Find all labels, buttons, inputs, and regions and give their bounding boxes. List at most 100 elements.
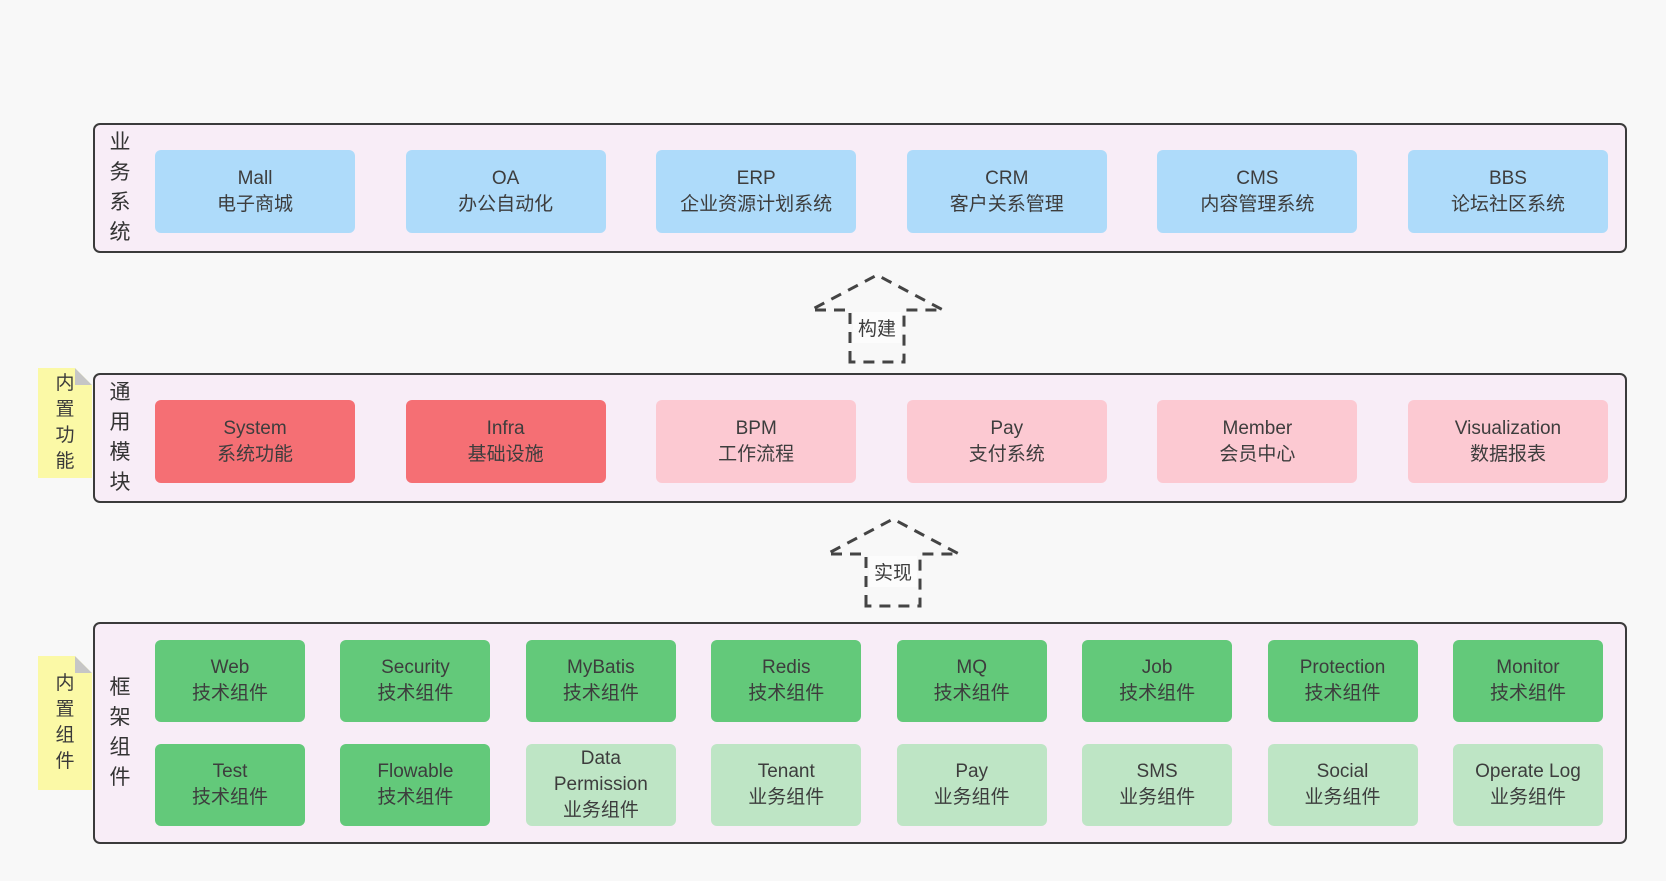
box-security: Security 技术组件 [340,640,491,722]
box-title: Monitor [1496,657,1560,678]
box-title: Tenant [757,761,815,782]
business-systems-row: Mall 电子商城 OA 办公自动化 ERP 企业资源计划系统 CRM 客户关系… [155,150,1608,233]
box-subtitle: 技术组件 [191,787,268,808]
box-title: Redis [761,657,811,678]
box-subtitle: 办公自动化 [458,193,554,215]
box-cms: CMS 内容管理系统 [1157,150,1358,233]
box-subtitle: 客户关系管理 [949,193,1064,215]
box-title: Protection [1299,657,1386,678]
band-common-modules: 通用模块 System 系统功能 Infra 基础设施 BPM 工作流程 Pay… [93,373,1627,503]
box-visualization: Visualization 数据报表 [1407,400,1608,483]
box-mq: MQ 技术组件 [896,640,1047,722]
box-title: Security [381,657,450,678]
band-label-framework-components: 框架组件 [109,676,131,789]
band-business-systems: 业务系统 Mall 电子商城 OA 办公自动化 ERP 企业资源计划系统 CRM… [93,123,1627,253]
sticky-note-built-in-functions: 内置功能 [38,368,92,478]
box-title: Infra [486,417,525,439]
box-mall: Mall 电子商城 [155,150,355,233]
sticky-note-label: 内置功能 [55,373,75,472]
box-subtitle: 技术组件 [562,683,639,704]
box-title: Operate Log [1475,761,1581,782]
box-subtitle: 内容管理系统 [1200,193,1315,215]
box-flowable: Flowable 技术组件 [340,744,491,826]
box-title: Social [1316,761,1369,782]
box-title: Member [1222,417,1293,439]
box-title: Visualization [1454,417,1562,439]
arrow-build-label: 构建 [852,312,902,343]
box-subtitle: 论坛社区系统 [1450,193,1565,215]
box-bbs: BBS 论坛社区系统 [1407,150,1608,233]
box-title: Pay [990,417,1024,439]
box-system: System 系统功能 [155,400,355,483]
box-subtitle: 业务组件 [562,800,639,821]
box-oa: OA 办公自动化 [405,150,606,233]
band-label-business-systems: 业务系统 [109,131,131,244]
box-subtitle: 工作流程 [718,443,795,465]
arrow-up-implement: 实现 [813,516,973,608]
box-infra: Infra 基础设施 [405,400,606,483]
box-title: Data Permission [553,748,648,795]
box-subtitle: 业务组件 [1489,787,1566,808]
box-title: MQ [956,657,987,678]
box-subtitle: 技术组件 [1304,683,1381,704]
box-subtitle: 电子商城 [216,193,293,215]
sticky-note-built-in-components: 内置组件 [38,656,92,790]
box-job: Job 技术组件 [1082,640,1233,722]
box-subtitle: 数据报表 [1469,443,1546,465]
box-title: Job [1141,657,1173,678]
box-protection: Protection 技术组件 [1267,640,1418,722]
box-mybatis: MyBatis 技术组件 [525,640,676,722]
dashed-up-arrow-icon [810,273,944,364]
box-subtitle: 技术组件 [191,683,268,704]
box-test: Test 技术组件 [155,744,305,826]
box-title: ERP [736,167,776,189]
box-monitor: Monitor 技术组件 [1452,640,1603,722]
box-tenant: Tenant 业务组件 [711,744,862,826]
dashed-up-arrow-icon [826,517,960,608]
box-subtitle: 业务组件 [748,787,825,808]
box-title: BPM [735,417,777,439]
band-label-common-modules: 通用模块 [109,381,131,494]
box-subtitle: 业务组件 [933,787,1010,808]
box-title: OA [491,167,520,189]
box-subtitle: 技术组件 [748,683,825,704]
box-title: BBS [1488,167,1527,189]
box-bpm: BPM 工作流程 [656,400,857,483]
band-framework-components: 框架组件 Web 技术组件 Security 技术组件 MyBatis 技术组件… [93,622,1627,844]
box-web: Web 技术组件 [155,640,305,722]
arrow-up-build: 构建 [797,272,957,364]
box-subtitle: 技术组件 [933,683,1010,704]
box-subtitle: 技术组件 [377,683,454,704]
box-subtitle: 基础设施 [467,443,544,465]
box-title: MyBatis [567,657,635,678]
box-operate-log: Operate Log 业务组件 [1452,744,1603,826]
box-subtitle: 支付系统 [968,443,1045,465]
box-title: Pay [955,761,989,782]
box-sms: SMS 业务组件 [1082,744,1233,826]
box-title: SMS [1136,761,1178,782]
box-subtitle: 技术组件 [377,787,454,808]
framework-components-row-2: Test 技术组件 Flowable 技术组件 Data Permission … [155,744,1603,826]
box-redis: Redis 技术组件 [711,640,862,722]
box-member: Member 会员中心 [1157,400,1358,483]
box-erp: ERP 企业资源计划系统 [656,150,857,233]
box-subtitle: 会员中心 [1219,443,1296,465]
box-subtitle: 技术组件 [1119,683,1196,704]
box-title: Flowable [377,761,454,782]
box-title: CRM [985,167,1029,189]
box-subtitle: 业务组件 [1304,787,1381,808]
box-title: CMS [1236,167,1279,189]
box-title: Web [210,657,250,678]
sticky-note-label: 内置组件 [55,673,75,772]
common-modules-row: System 系统功能 Infra 基础设施 BPM 工作流程 Pay 支付系统… [155,400,1608,483]
arrow-implement-label: 实现 [868,556,918,587]
box-social: Social 业务组件 [1267,744,1418,826]
box-title: System [223,417,287,439]
box-pay-system: Pay 支付系统 [906,400,1107,483]
box-data-permission: Data Permission 业务组件 [525,744,676,826]
box-subtitle: 业务组件 [1119,787,1196,808]
box-title: Mall [237,167,273,189]
box-crm: CRM 客户关系管理 [906,150,1107,233]
box-subtitle: 技术组件 [1489,683,1566,704]
